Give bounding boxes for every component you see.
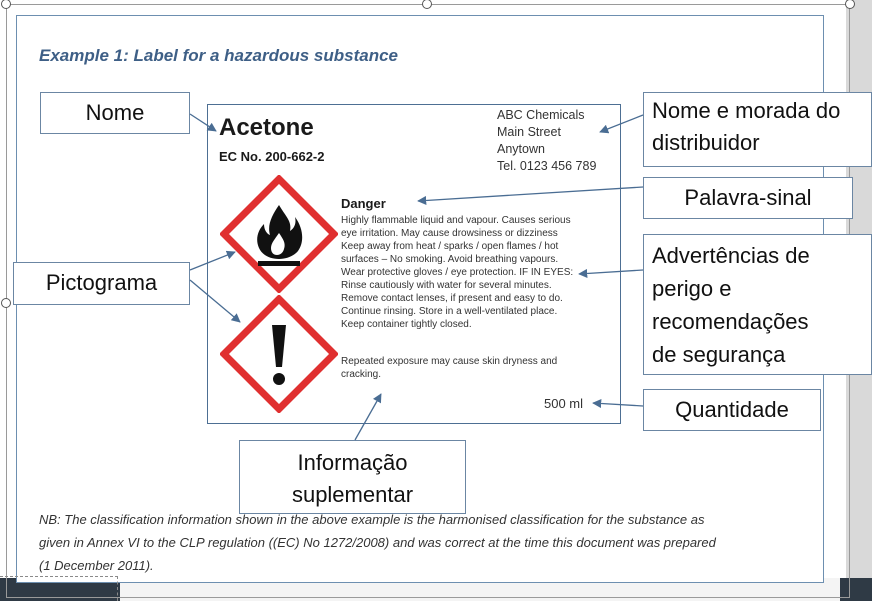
flame-pictogram-icon (220, 175, 338, 293)
arrow-pictograma-1 (189, 250, 236, 271)
dashed-placeholder (0, 576, 118, 601)
arrow-quantidade (592, 398, 644, 409)
arrow-informacao (354, 393, 382, 441)
arrow-distribuidor (599, 114, 644, 134)
ec-number: EC No. 200-662-2 (219, 149, 325, 164)
arrow-nome (189, 113, 217, 132)
callout-nome: Nome (40, 92, 190, 134)
example-title: Example 1: Label for a hazardous substan… (39, 46, 399, 65)
callout-advertencias: Advertências de perigo e recomendações d… (643, 234, 872, 375)
arrow-pictograma-2 (189, 279, 241, 323)
callout-pictograma: Pictograma (13, 262, 190, 305)
exclamation-pictogram-icon (220, 295, 338, 413)
footnote: NB: The classification information shown… (39, 512, 716, 573)
signal-word: Danger (341, 196, 386, 211)
product-name: Acetone (219, 114, 314, 141)
supplier-address: ABC Chemicals Main Street Anytown Tel. 0… (497, 108, 597, 173)
callout-palavra-sinal: Palavra-sinal (643, 177, 853, 219)
callout-distribuidor: Nome e morada do distribuidor (643, 92, 872, 167)
resize-handle-mid-left[interactable] (1, 298, 11, 308)
resize-handle-top-mid[interactable] (422, 0, 432, 9)
callout-quantidade: Quantidade (643, 389, 821, 431)
nominal-quantity: 500 ml (544, 396, 584, 411)
arrow-advertencias (578, 268, 644, 279)
supplementary-information: Repeated exposure may cause skin dryness… (341, 356, 558, 380)
arrow-palavra-sinal (417, 186, 644, 206)
resize-handle-top-left[interactable] (1, 0, 11, 9)
taskbar-strip (0, 578, 872, 601)
callout-informacao: Informação suplementar (239, 440, 466, 514)
hazard-statements: Highly flammable liquid and vapour. Caus… (341, 215, 574, 330)
resize-handle-top-right[interactable] (845, 0, 855, 9)
